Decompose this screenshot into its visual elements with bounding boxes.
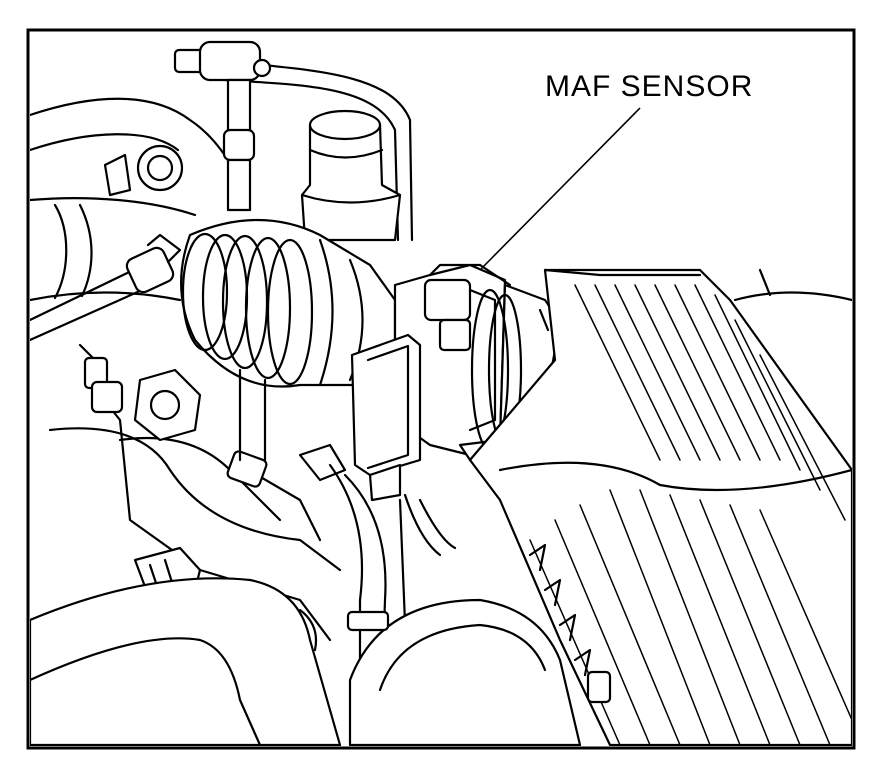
reservoir bbox=[300, 109, 402, 242]
vacuum-fitting bbox=[173, 40, 272, 212]
callout-leader-line bbox=[479, 107, 641, 271]
air-filter-box bbox=[468, 268, 852, 746]
maf-sensor-label: MAF SENSOR bbox=[545, 70, 753, 103]
lower-duct bbox=[30, 577, 342, 746]
lower-round-duct bbox=[346, 598, 582, 746]
